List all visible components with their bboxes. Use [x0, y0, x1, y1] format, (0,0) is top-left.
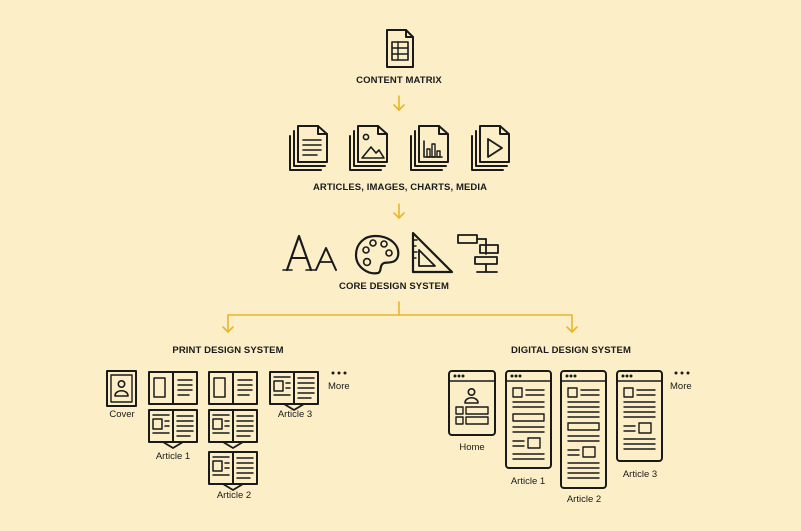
print-cover-icon — [106, 370, 137, 407]
print-more-label: More — [328, 381, 350, 392]
print-spread-cover-icon — [148, 371, 198, 405]
digital-article2-label: Article 2 — [566, 494, 602, 505]
print-spread-col2-mid-icon — [208, 409, 258, 449]
digital-more-dots-icon — [674, 371, 690, 375]
print-spread-col2-top-icon — [208, 371, 258, 405]
text-document-stack-icon — [289, 125, 328, 171]
print-design-system-label: PRINT DESIGN SYSTEM — [172, 345, 284, 356]
print-article2-label: Article 2 — [216, 490, 252, 501]
arrow-media-to-core — [393, 203, 405, 219]
palette-icon — [354, 234, 400, 275]
digital-article2-icon — [560, 370, 607, 489]
print-spread-article3-icon — [269, 371, 319, 411]
image-document-stack-icon — [349, 125, 388, 171]
digital-article3-icon — [616, 370, 663, 462]
digital-more-label: More — [670, 381, 692, 392]
digital-article3-label: Article 3 — [622, 469, 658, 480]
digital-home-icon — [448, 370, 496, 436]
arrow-matrix-to-media — [393, 95, 405, 111]
set-square-icon — [411, 231, 454, 274]
grid-component-icon — [457, 234, 499, 273]
media-types-label: ARTICLES, IMAGES, CHARTS, MEDIA — [312, 182, 488, 193]
digital-home-label: Home — [459, 442, 485, 453]
print-article1-label: Article 1 — [155, 451, 191, 462]
typography-icon — [282, 234, 337, 272]
digital-design-system-label: DIGITAL DESIGN SYSTEM — [511, 345, 631, 356]
print-cover-label: Cover — [109, 409, 135, 420]
video-document-stack-icon — [471, 125, 510, 171]
spreadsheet-document-icon — [386, 29, 414, 68]
print-more-dots-icon — [331, 371, 347, 375]
core-design-system-label: CORE DESIGN SYSTEM — [338, 281, 450, 292]
chart-document-stack-icon — [410, 125, 449, 171]
print-spread-article2-icon — [208, 451, 258, 491]
arrow-core-split — [222, 301, 578, 333]
digital-article1-label: Article 1 — [510, 476, 546, 487]
print-spread-article1-icon — [148, 409, 198, 449]
content-matrix-label: CONTENT MATRIX — [356, 75, 442, 86]
print-article3-label: Article 3 — [277, 409, 313, 420]
digital-article1-icon — [505, 370, 552, 469]
